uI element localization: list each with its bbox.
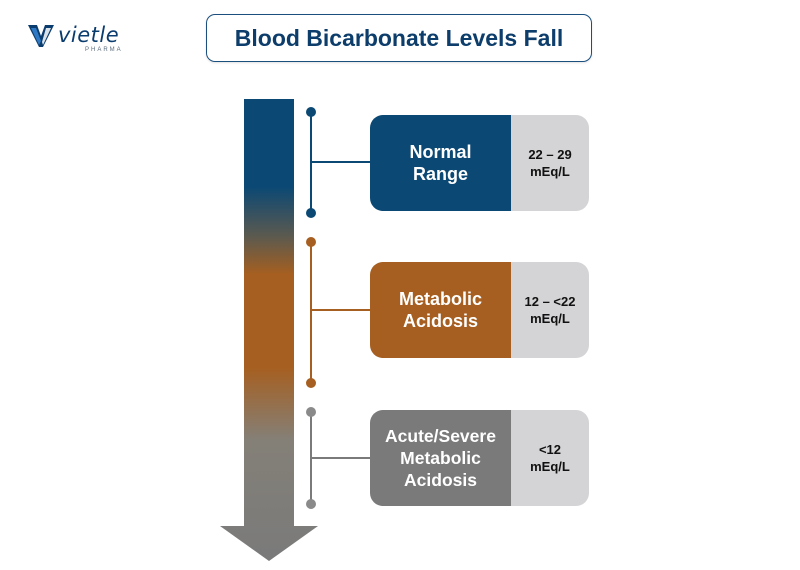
bracket-metabolic: [306, 237, 371, 388]
stage-card-acute: Acute/Severe Metabolic Acidosis <12 mEq/…: [370, 410, 589, 506]
stage-value: 22 – 29 mEq/L: [511, 115, 589, 211]
logo-brand-text: vietle: [58, 23, 120, 47]
company-logo: vietle PHARMA: [28, 24, 148, 56]
logo-sub-text: PHARMA: [85, 47, 123, 53]
stage-card-metabolic: Metabolic Acidosis 12 – <22 mEq/L: [370, 262, 589, 358]
stage-card-normal: Normal Range 22 – 29 mEq/L: [370, 115, 589, 211]
stage-label: Metabolic Acidosis: [370, 262, 511, 358]
stage-label: Acute/Severe Metabolic Acidosis: [370, 410, 511, 506]
page-title: Blood Bicarbonate Levels Fall: [234, 24, 564, 51]
stage-value: <12 mEq/L: [511, 410, 589, 506]
bracket-acute: [306, 407, 371, 509]
logo-mark-icon: [28, 25, 54, 47]
stage-label: Normal Range: [370, 115, 511, 211]
bracket-normal: [306, 107, 371, 218]
title-box: Blood Bicarbonate Levels Fall: [206, 14, 592, 62]
descending-arrow: [220, 99, 318, 561]
stage-value: 12 – <22 mEq/L: [511, 262, 589, 358]
